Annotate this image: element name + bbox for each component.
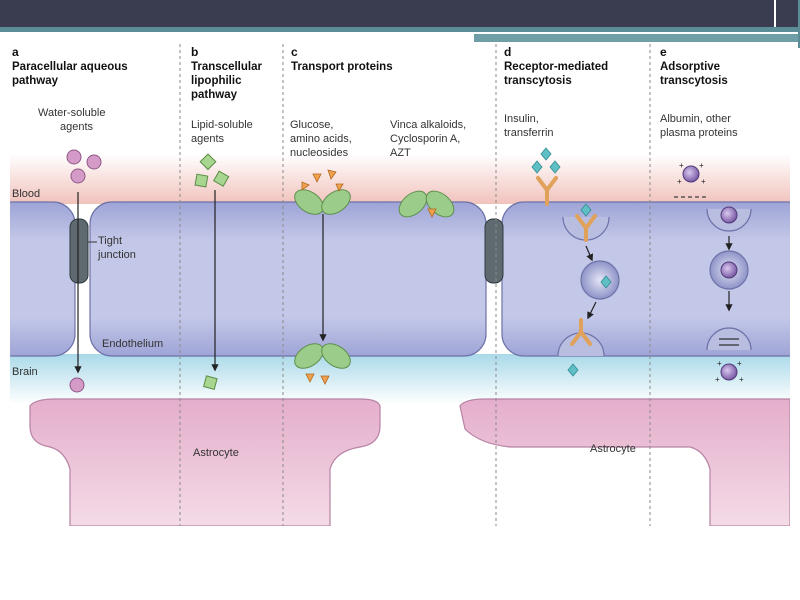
panel-b-title-2: lipophilic bbox=[191, 75, 242, 87]
receptor-surface bbox=[536, 176, 558, 206]
tight-junction-left bbox=[69, 218, 89, 284]
panel-a-letter: a bbox=[12, 45, 19, 59]
panel-d-letter: d bbox=[504, 45, 511, 59]
endothelial-cell-left bbox=[0, 201, 76, 357]
panel-e-title-2: transcytosis bbox=[660, 75, 728, 87]
insulin-molecules bbox=[531, 147, 561, 174]
tight-junction-label-1: Tight bbox=[98, 235, 122, 247]
efflux-transporter bbox=[398, 190, 455, 218]
panel-a-title-1: Paracellular aqueous bbox=[12, 61, 128, 73]
panel-c-header: c Transport proteins Glucose, amino acid… bbox=[290, 45, 466, 159]
insulin-in-vesicle bbox=[600, 275, 612, 289]
title-bar bbox=[0, 0, 774, 27]
astrocyte-right-label: Astrocyte bbox=[590, 443, 636, 455]
panel-e-agent-2: plasma proteins bbox=[660, 127, 738, 139]
water-soluble-molecules bbox=[66, 149, 102, 184]
panel-d-title-2: transcytosis bbox=[504, 75, 572, 87]
panel-d-title-1: Receptor-mediated bbox=[504, 61, 608, 73]
panel-b-letter: b bbox=[191, 45, 198, 59]
endothelial-cell-right bbox=[501, 201, 800, 357]
blood-band bbox=[10, 154, 790, 204]
tight-junction-right bbox=[484, 218, 504, 284]
panel-a-title-2: pathway bbox=[12, 75, 59, 87]
svg-text:+: + bbox=[715, 375, 720, 384]
accent-line-3 bbox=[798, 0, 800, 48]
astrocyte-left bbox=[29, 398, 381, 527]
svg-text:+: + bbox=[677, 177, 682, 186]
panel-b-agent-1: Lipid-soluble bbox=[191, 119, 253, 131]
panel-e-title-1: Adsorptive bbox=[660, 61, 720, 73]
rmt-arrow-2 bbox=[587, 301, 597, 320]
insulin-bound bbox=[580, 203, 592, 217]
panel-d-agent-1: Insulin, bbox=[504, 113, 539, 125]
panel-b-title-1: Transcellular bbox=[191, 61, 262, 73]
accent-line bbox=[0, 27, 800, 32]
bbb-transport-diagram: a Paracellular aqueous pathway Water-sol… bbox=[0, 44, 800, 527]
diagram-svg: a Paracellular aqueous pathway Water-sol… bbox=[0, 44, 800, 527]
panel-a-header: a Paracellular aqueous pathway Water-sol… bbox=[12, 45, 128, 133]
panel-c-agent2-1: Vinca alkaloids, bbox=[390, 119, 466, 131]
lipid-soluble-molecule-brain bbox=[203, 375, 218, 390]
blood-label: Blood bbox=[12, 188, 40, 200]
cationic-protein-pit bbox=[720, 206, 738, 224]
panel-c-agent-2: amino acids, bbox=[290, 133, 352, 145]
endothelium-label: Endothelium bbox=[102, 338, 163, 350]
receptor-internalizing bbox=[575, 214, 597, 242]
svg-text:+: + bbox=[679, 161, 684, 170]
panel-b-agent-2: agents bbox=[191, 133, 225, 145]
brain-label: Brain bbox=[12, 366, 38, 378]
panel-c-agent2-2: Cyclosporin A, bbox=[390, 133, 460, 145]
panel-a-agent-2: agents bbox=[60, 121, 94, 133]
panel-e-header: e Adsorptive transcytosis Albumin, other… bbox=[660, 45, 738, 139]
title-bar-corner bbox=[776, 0, 800, 27]
transporter-top bbox=[294, 169, 351, 215]
panel-b-title-3: pathway bbox=[191, 89, 238, 101]
svg-text:+: + bbox=[737, 359, 742, 368]
lipid-soluble-molecules bbox=[194, 153, 230, 188]
panel-c-letter: c bbox=[291, 45, 298, 59]
astrocyte-right bbox=[459, 398, 791, 527]
brain-band bbox=[10, 354, 790, 404]
water-soluble-molecule-brain bbox=[69, 377, 85, 393]
panel-c-agent-3: nucleosides bbox=[290, 147, 349, 159]
astrocyte-left-label: Astrocyte bbox=[193, 447, 239, 459]
endothelial-cell-middle bbox=[89, 201, 487, 357]
rmt-vesicle bbox=[580, 260, 620, 300]
cationic-protein-vesicle bbox=[720, 261, 738, 279]
insulin-released bbox=[567, 363, 579, 377]
tight-junction-label-2: junction bbox=[97, 249, 136, 261]
panel-d-agent-2: transferrin bbox=[504, 127, 554, 139]
cationic-protein-brain: + + + + bbox=[715, 359, 744, 384]
panel-a-agent-1: Water-soluble bbox=[38, 107, 105, 119]
panel-e-agent-1: Albumin, other bbox=[660, 113, 731, 125]
svg-text:+: + bbox=[739, 375, 744, 384]
panel-d-header: d Receptor-mediated transcytosis Insulin… bbox=[504, 45, 608, 139]
svg-text:+: + bbox=[717, 359, 722, 368]
panel-b-header: b Transcellular lipophilic pathway Lipid… bbox=[191, 45, 262, 145]
svg-text:+: + bbox=[699, 161, 704, 170]
panel-c-title-1: Transport proteins bbox=[291, 61, 393, 73]
panel-e-letter: e bbox=[660, 45, 667, 59]
rmt-arrow-1 bbox=[585, 245, 594, 262]
svg-text:+: + bbox=[701, 177, 706, 186]
panel-c-agent2-3: AZT bbox=[390, 147, 411, 159]
receptor-releasing bbox=[570, 318, 592, 346]
transporter-bottom bbox=[294, 343, 351, 385]
cationic-protein-blood: + + + + bbox=[677, 161, 706, 186]
accent-line-2 bbox=[474, 34, 800, 42]
panel-c-agent-1: Glucose, bbox=[290, 119, 333, 131]
